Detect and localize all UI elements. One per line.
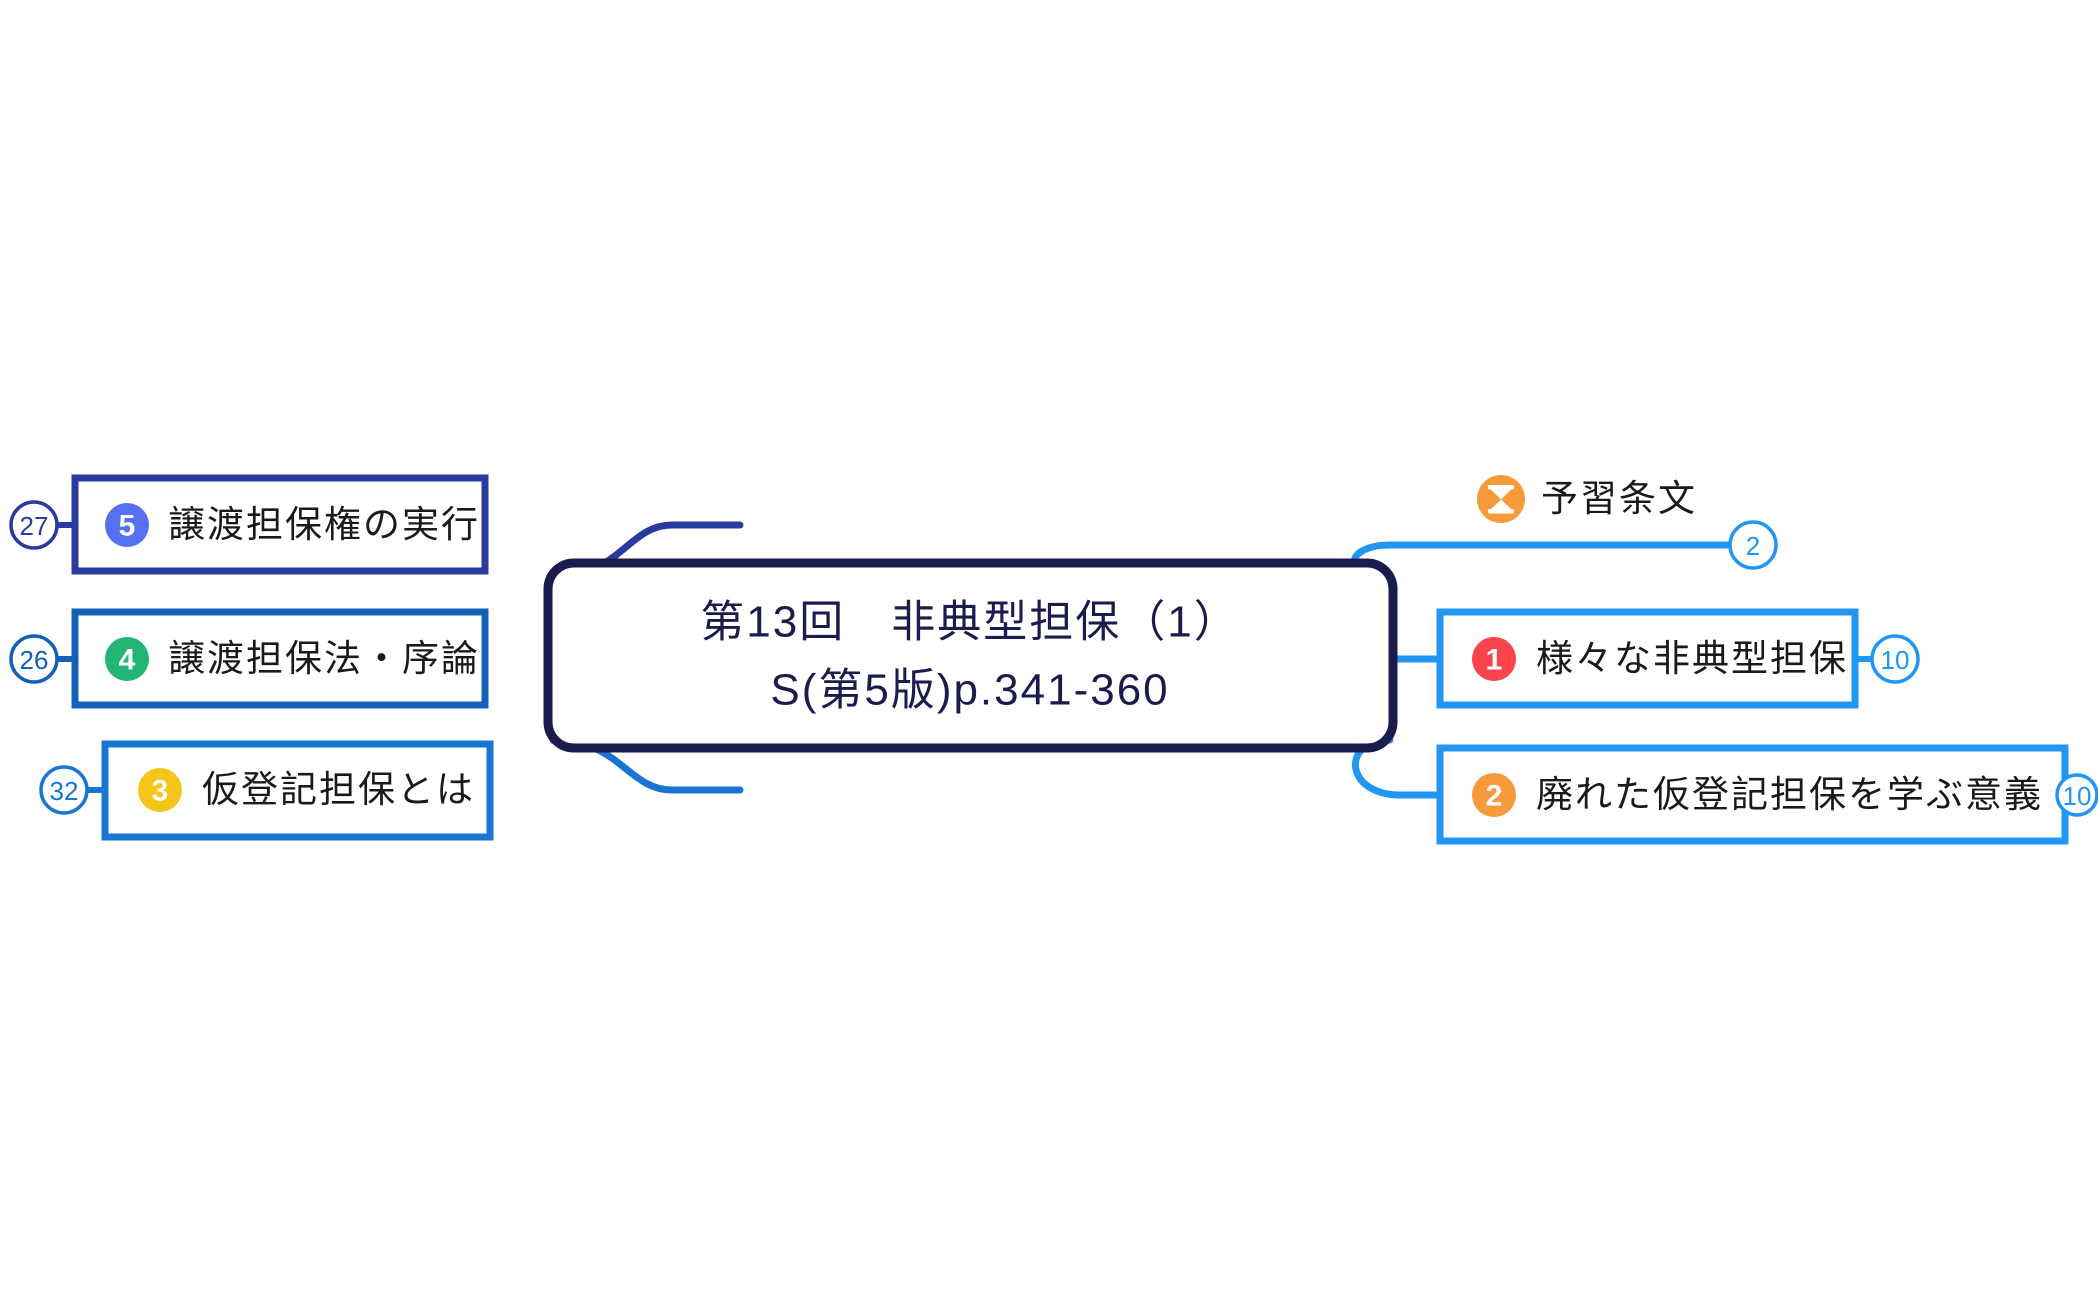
central-node[interactable]: 第13回 非典型担保（1） S(第5版)p.341-360	[543, 558, 1398, 753]
node-left-3[interactable]: 3 仮登記担保とは 32	[39, 740, 494, 841]
node-right-2-marker-number: 1	[1486, 644, 1503, 677]
node-right-2-badge-number: 10	[1881, 645, 1910, 675]
central-node-title-line2: S(第5版)p.341-360	[770, 666, 1169, 715]
node-left-3-marker-number: 3	[152, 775, 169, 808]
node-right-3-badge-circle[interactable]	[2055, 773, 2098, 817]
node-right-2-badge-circle[interactable]	[1870, 634, 1920, 684]
node-right-3-label: 廃れた仮登記担保を学ぶ意義	[1536, 774, 2043, 815]
node-right-1-badge-number: 2	[1746, 531, 1760, 561]
node-right-3-marker-number: 2	[1486, 780, 1503, 813]
node-right-1-badge-circle[interactable]	[1728, 520, 1778, 570]
node-right-1-label: 予習条文	[1541, 478, 1697, 519]
node-left-3-badge-number: 32	[50, 776, 79, 806]
node-right-3-badge-number: 10	[2063, 781, 2092, 811]
node-left-2-badge-number: 26	[20, 645, 49, 675]
node-left-3-label: 仮登記担保とは	[202, 769, 475, 810]
central-node-title-line1: 第13回 非典型担保（1）	[700, 598, 1239, 647]
node-left-2-badge-circle[interactable]	[9, 634, 59, 684]
node-right-3[interactable]: 2 廃れた仮登記担保を学ぶ意義 10	[1436, 744, 2098, 845]
node-left-3-badge-circle[interactable]	[39, 765, 89, 815]
node-right-3-marker	[1472, 773, 1516, 817]
node-left-1[interactable]: 5 譲渡担保権の実行 27	[9, 474, 489, 575]
node-left-1-marker-number: 5	[119, 510, 136, 543]
node-left-1-marker	[105, 503, 149, 547]
node-left-1-badge-number: 27	[20, 511, 49, 541]
node-left-2-label: 譲渡担保法・序論	[168, 638, 480, 679]
node-left-2-marker-number: 4	[119, 644, 136, 677]
node-right-3-box[interactable]	[1436, 744, 2069, 845]
node-left-1-label: 譲渡担保権の実行	[168, 504, 480, 545]
hourglass-icon-glyph	[1488, 485, 1514, 514]
node-right-2-marker	[1472, 637, 1516, 681]
connector-right-1	[1350, 541, 1734, 581]
central-node-box[interactable]	[543, 558, 1398, 753]
node-left-2-marker	[105, 637, 149, 681]
node-right-1[interactable]: 予習条文 2	[1477, 475, 1778, 570]
node-left-2[interactable]: 4 譲渡担保法・序論 26	[9, 608, 489, 709]
node-left-1-badge-circle[interactable]	[9, 500, 59, 550]
node-left-3-marker	[138, 768, 182, 812]
node-right-2[interactable]: 1 様々な非典型担保 10	[1436, 608, 1920, 709]
node-right-2-label: 様々な非典型担保	[1536, 638, 1848, 679]
